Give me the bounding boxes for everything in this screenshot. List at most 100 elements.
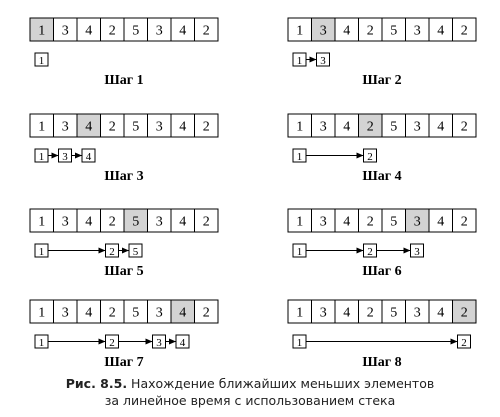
step8-array-value-1: 3 (320, 306, 327, 321)
step5-array-value-4: 5 (132, 215, 139, 230)
step7-stack-value-3: 4 (180, 337, 186, 349)
step5-array-value-1: 3 (62, 215, 69, 230)
step1-array-value-0: 1 (38, 24, 45, 39)
step3-label: Шаг 3 (104, 169, 143, 184)
step5-stack-value-1: 2 (109, 246, 115, 258)
step2-array-value-6: 4 (437, 24, 444, 39)
step6-array-value-5: 3 (414, 215, 421, 230)
step4-array-value-6: 4 (437, 120, 444, 135)
step5-label: Шаг 5 (104, 264, 143, 279)
step7-array-value-2: 4 (85, 306, 92, 321)
step1-array-value-2: 4 (85, 24, 92, 39)
step7-array-value-3: 2 (109, 306, 116, 321)
step3-array-value-5: 3 (156, 120, 163, 135)
step8-array-value-6: 4 (437, 306, 444, 321)
step8-label: Шаг 8 (362, 355, 401, 370)
step1-array-value-5: 3 (156, 24, 163, 39)
step7-stack-value-2: 3 (156, 337, 162, 349)
step2-array-value-0: 1 (296, 24, 303, 39)
step1-array-value-1: 3 (62, 24, 69, 39)
step4-stack-value-1: 2 (367, 151, 373, 163)
step7-label: Шаг 7 (104, 355, 143, 370)
step8-stack-value-1: 2 (461, 337, 467, 349)
step2-array-value-1: 3 (320, 24, 327, 39)
step4-stack-value-0: 1 (297, 151, 303, 163)
figure-label: Рис. 8.5. (65, 376, 128, 391)
step8-stack-value-0: 1 (297, 337, 303, 349)
step2-stack-value-1: 3 (320, 55, 326, 67)
step3-array-value-3: 2 (109, 120, 116, 135)
step4-array-value-0: 1 (296, 120, 303, 135)
step3-array-value-2: 4 (85, 120, 92, 135)
step4-array-value-3: 2 (367, 120, 374, 135)
step3-array-cell-7 (194, 113, 219, 138)
step7-stack-value-0: 1 (39, 337, 45, 349)
step7-array-cell-7 (194, 299, 219, 324)
step5-stack-value-2: 5 (133, 246, 139, 258)
step8-array-value-5: 3 (414, 306, 421, 321)
step2-label: Шаг 2 (362, 73, 401, 88)
step2-array-cell-7 (452, 17, 477, 42)
step3-array-value-6: 4 (179, 120, 186, 135)
step2-array-value-5: 3 (414, 24, 421, 39)
step6-array-value-7: 2 (461, 215, 468, 230)
step7-array-value-5: 3 (156, 306, 163, 321)
step5-array-value-5: 3 (156, 215, 163, 230)
step6-array-value-6: 4 (437, 215, 444, 230)
figure-caption-text-1: Нахождение ближайших меньших элементов (127, 376, 435, 391)
step4-array-value-4: 5 (390, 120, 397, 135)
step8-array-value-7: 2 (461, 306, 468, 321)
step7-stack-value-1: 2 (109, 337, 115, 349)
step8-array-value-4: 5 (390, 306, 397, 321)
step4-label: Шаг 4 (362, 169, 401, 184)
step6-array-cell-7 (452, 208, 477, 233)
step4-array-value-5: 3 (414, 120, 421, 135)
step6-label: Шаг 6 (362, 264, 401, 279)
step2-array-value-2: 4 (343, 24, 350, 39)
step4-array-cell-7 (452, 113, 477, 138)
step7-array-value-1: 3 (62, 306, 69, 321)
step2-array-value-3: 2 (367, 24, 374, 39)
step5-array-value-2: 4 (85, 215, 92, 230)
step2-array-value-4: 5 (390, 24, 397, 39)
step6-stack-value-0: 1 (297, 246, 303, 258)
step5-array-value-7: 2 (203, 215, 210, 230)
step1-array-cell-7 (194, 17, 219, 42)
step3-stack-value-2: 4 (86, 151, 92, 163)
step6-stack-value-2: 3 (414, 246, 420, 258)
step7-array-value-0: 1 (38, 306, 45, 321)
step1-label: Шаг 1 (104, 73, 143, 88)
step6-array-value-0: 1 (296, 215, 303, 230)
step6-array-value-2: 4 (343, 215, 350, 230)
step3-array-value-1: 3 (62, 120, 69, 135)
step3-array-value-4: 5 (132, 120, 139, 135)
figure-caption-text-2: за линейное время с использованием стека (104, 393, 396, 408)
step6-array-value-4: 5 (390, 215, 397, 230)
step7-array-value-7: 2 (203, 306, 210, 321)
step8-array-value-2: 4 (343, 306, 350, 321)
step8-array-value-3: 2 (367, 306, 374, 321)
step2-array-value-7: 2 (461, 24, 468, 39)
step1-array-value-7: 2 (203, 24, 210, 39)
step7-array-value-6: 4 (179, 306, 186, 321)
step8-array-cell-7 (452, 299, 477, 324)
step1-stack-item-0 (34, 52, 49, 67)
step1-array-value-4: 5 (132, 24, 139, 39)
step3-array-value-0: 1 (38, 120, 45, 135)
step3-stack-value-0: 1 (39, 151, 45, 163)
step5-stack-value-0: 1 (39, 246, 45, 258)
step1-array-value-6: 4 (179, 24, 186, 39)
step4-array-value-7: 2 (461, 120, 468, 135)
step1-array-value-3: 2 (109, 24, 116, 39)
figure-caption-line-1: Рис. 8.5. Нахождение ближайших меньших э… (0, 375, 500, 392)
step1-stack-value-0: 1 (39, 55, 45, 67)
step4-array-value-2: 4 (343, 120, 350, 135)
step2-stack-value-0: 1 (297, 55, 303, 67)
step6-stack-value-1: 2 (367, 246, 373, 258)
step5-array-value-3: 2 (109, 215, 116, 230)
step5-array-value-0: 1 (38, 215, 45, 230)
step6-array-value-3: 2 (367, 215, 374, 230)
step3-stack-value-1: 3 (62, 151, 68, 163)
